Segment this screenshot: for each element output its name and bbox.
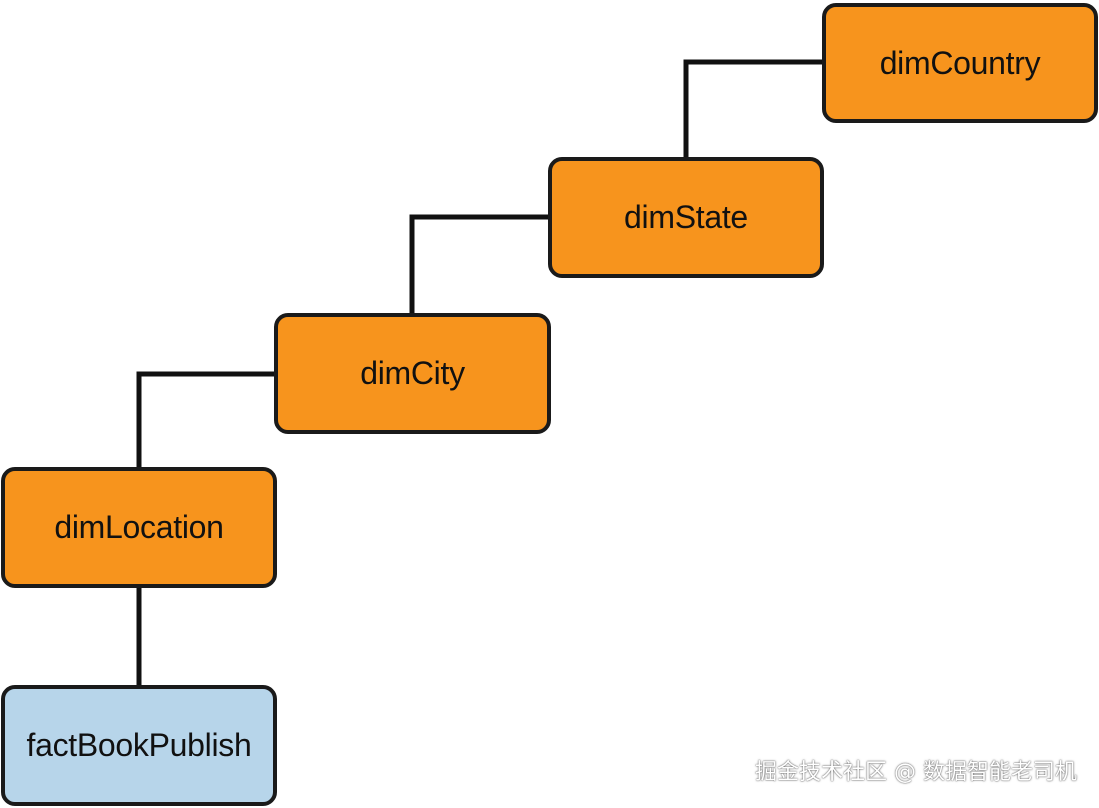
node-dimcountry: dimCountry <box>822 3 1098 123</box>
node-dimlocation: dimLocation <box>1 467 277 588</box>
node-dimcity: dimCity <box>274 313 551 434</box>
node-dimstate-label: dimState <box>624 199 748 235</box>
watermark-text: 掘金技术社区 @ 数据智能老司机 <box>755 760 1077 785</box>
node-dimcity-label: dimCity <box>360 355 465 391</box>
node-dimcountry-label: dimCountry <box>879 44 1041 81</box>
node-factbookpublish-label: factBookPublish <box>26 727 252 763</box>
node-dimstate: dimState <box>548 157 824 278</box>
node-dimlocation-label: dimLocation <box>54 509 224 545</box>
connector-dimcity-dimlocation <box>136 371 274 467</box>
connector-dimcountry-dimstate <box>683 59 822 157</box>
node-factbookpublish: factBookPublish <box>1 685 277 806</box>
connector-dimstate-dimcity <box>409 214 548 313</box>
